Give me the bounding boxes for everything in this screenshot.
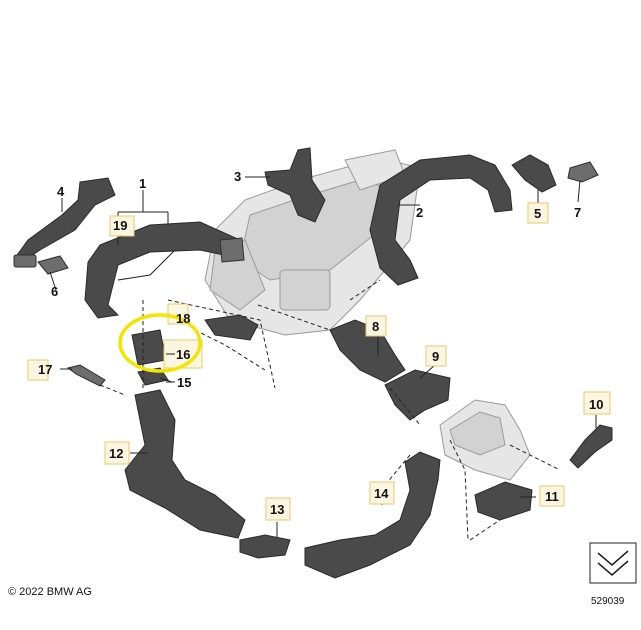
copyright-text: © 2022 BMW AG xyxy=(8,586,92,598)
part-1-outlet xyxy=(219,237,245,263)
part-16-part xyxy=(131,329,167,366)
callout-1: 1 xyxy=(139,176,146,191)
label-boxes xyxy=(27,202,611,521)
diagram-reference-icon xyxy=(589,542,637,584)
part-7-part xyxy=(567,161,599,183)
part-3-duct xyxy=(264,147,326,223)
highlight-circle-part-16 xyxy=(118,313,202,373)
part-1-duct xyxy=(84,221,241,319)
part-6-clip xyxy=(37,255,69,275)
callout-19: 19 xyxy=(113,218,127,233)
part-8-duct xyxy=(329,319,406,383)
part-18-part xyxy=(204,314,259,341)
callout-16: 16 xyxy=(176,347,190,362)
callout-13: 13 xyxy=(270,502,284,517)
callout-11: 11 xyxy=(545,489,559,504)
part-11-bracket xyxy=(474,481,533,521)
callout-2: 2 xyxy=(416,205,423,220)
callout-6: 6 xyxy=(51,284,58,299)
part-4-bracket xyxy=(13,254,37,268)
callout-9: 9 xyxy=(432,349,439,364)
part-10-duct xyxy=(569,424,613,469)
callout-5: 5 xyxy=(534,206,541,221)
callout-7: 7 xyxy=(574,205,581,220)
callout-18: 18 xyxy=(176,311,190,326)
part-14-duct xyxy=(304,451,441,579)
callout-8: 8 xyxy=(372,319,379,334)
callout-14: 14 xyxy=(374,486,389,501)
callout-labels: 1 2 3 4 5 6 7 8 9 10 11 12 13 14 15 16 1… xyxy=(38,169,603,517)
callout-12: 12 xyxy=(109,446,123,461)
callout-15: 15 xyxy=(177,375,191,390)
callout-10: 10 xyxy=(589,397,603,412)
part-5-part xyxy=(511,154,557,193)
diagram-number: 529039 xyxy=(591,596,625,607)
callout-4: 4 xyxy=(57,184,65,199)
part-13-duct xyxy=(239,534,291,559)
part-17-screw xyxy=(66,364,106,387)
blower-housing xyxy=(439,399,531,481)
part-2-duct xyxy=(369,154,513,286)
part-12-duct xyxy=(124,389,246,539)
callout-3: 3 xyxy=(234,169,241,184)
part-9-duct xyxy=(384,369,451,421)
part-19-wire xyxy=(117,249,176,281)
assembly-lines xyxy=(99,279,561,541)
callout-17: 17 xyxy=(38,362,52,377)
